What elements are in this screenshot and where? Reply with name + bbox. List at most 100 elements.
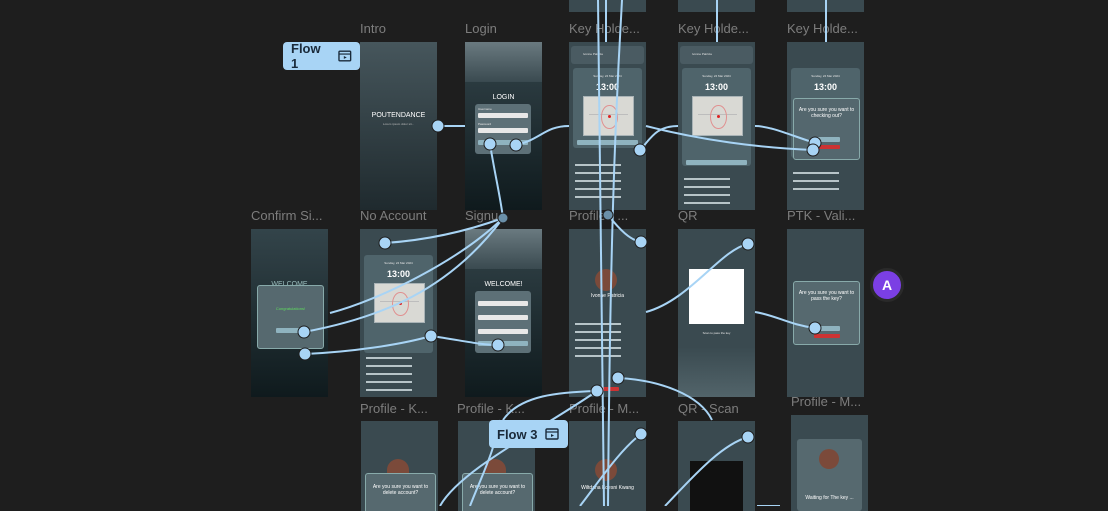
key-holder-2-history: [684, 178, 749, 210]
wire-node: [633, 143, 647, 157]
checkout-no-button[interactable]: [814, 145, 840, 149]
frame-label-key-holder-2[interactable]: Key Holde...: [678, 21, 749, 36]
frame-label-login[interactable]: Login: [465, 21, 497, 36]
signup-field-3[interactable]: [478, 329, 528, 334]
wire-profile-bottom-1: [617, 377, 713, 421]
checkout-question: Are you sure you want to checking out?: [798, 107, 855, 119]
wire-node: [741, 237, 755, 251]
login-username-input[interactable]: [478, 113, 528, 118]
key-holder-2-time: 13:00: [704, 82, 729, 92]
flow-1-badge[interactable]: Flow 1: [283, 41, 360, 71]
wire-signup-confirm: [329, 217, 504, 314]
wire-node: [741, 430, 755, 444]
confirm-congrats: Congratulations!: [275, 306, 306, 311]
profile-k1-avatar: [387, 459, 409, 473]
delete-question-1: Are you sure you want to delete account?: [372, 484, 429, 496]
frame-label-qr[interactable]: QR: [678, 208, 698, 223]
wire-profile-bottom-4: [579, 433, 642, 506]
frame-label-ptk-vali[interactable]: PTK - Vali...: [787, 208, 856, 223]
frame-label-confirm-sign[interactable]: Confirm Si...: [251, 208, 323, 223]
wire-node: [483, 137, 497, 151]
wire-node: [806, 143, 820, 157]
wire-node: [634, 427, 648, 441]
frame-login[interactable]: LOGIN Username Password: [465, 42, 542, 210]
frame-profile-m2[interactable]: Waiting for The key ...: [791, 415, 868, 511]
profile-1-logout-button[interactable]: [597, 387, 619, 391]
flow-1-label: Flow 1: [291, 41, 321, 71]
qr-scan-viewfinder: [690, 461, 743, 511]
frame-ptk-vali[interactable]: Are you sure you want to pass the key?: [787, 229, 864, 397]
wire-node: [590, 384, 604, 398]
frame-profile-k1[interactable]: Are you sure you want to delete account?: [361, 421, 438, 511]
prototype-play-icon[interactable]: [545, 427, 560, 441]
key-holder-1-history: [575, 164, 640, 204]
flow-3-badge[interactable]: Flow 3: [489, 420, 568, 448]
key-holder-2-date: Sunday, 24 Mar 2024: [702, 74, 731, 78]
wire-node: [509, 138, 523, 152]
key-holder-1-header: Ivonne Patricia: [571, 46, 644, 64]
collaborator-avatar[interactable]: A: [870, 268, 904, 302]
wire-nodes: [297, 119, 822, 444]
frame-key-holder-2[interactable]: Ivonne Patricia Sunday, 24 Mar 2024 13:0…: [678, 42, 755, 210]
key-holder-2-map: [692, 96, 743, 136]
login-password-input[interactable]: [478, 128, 528, 133]
flow-3-label: Flow 3: [497, 426, 538, 442]
key-holder-2-user: Ivonne Patricia: [692, 52, 712, 56]
waiting-text: Waiting for The key ...: [805, 495, 854, 501]
signup-field-2[interactable]: [478, 315, 528, 320]
key-holder-1-check-button[interactable]: [577, 140, 638, 145]
frame-label-profile-m1[interactable]: Profile - M...: [569, 401, 640, 416]
signup-field-1[interactable]: [478, 301, 528, 306]
wire-node: [611, 371, 625, 385]
wire-qr-profile: [645, 243, 749, 313]
wire-node: [431, 119, 445, 133]
frame-label-profile-k2[interactable]: Profile - K...: [457, 401, 525, 416]
key-holder-1-map: [583, 96, 634, 136]
frame-label-key-holder-3[interactable]: Key Holde...: [787, 21, 858, 36]
pass-key-no-button[interactable]: [814, 334, 840, 338]
wire-noacc-confirm: [304, 335, 432, 355]
wire-confirm-signup: [303, 217, 504, 333]
wire-node: [602, 209, 614, 221]
confirm-ok-button[interactable]: [276, 328, 306, 333]
no-account-history: [366, 357, 431, 397]
prototype-play-icon[interactable]: [338, 49, 352, 63]
frame-confirm-sign[interactable]: WELCOME Congratulations!: [251, 229, 328, 397]
frame-label-no-account[interactable]: No Account: [360, 208, 427, 223]
login-password-label: Password: [478, 122, 492, 126]
waiting-avatar: [819, 449, 839, 469]
frame-label-profile-k1[interactable]: Profile - K...: [360, 401, 428, 416]
frame-label-key-holder-1[interactable]: Key Holde...: [569, 21, 640, 36]
intro-brand: POUTENDANCE: [371, 112, 426, 119]
wire-profile-bottom-2: [502, 390, 598, 421]
key-holder-3-history: [793, 172, 858, 196]
wire-qrscan-left: [664, 436, 749, 506]
frame-key-holder-1[interactable]: Ivonne Patricia Sunday, 24 Mar 2024 13:0…: [569, 42, 646, 210]
wire-node: [378, 236, 392, 250]
frame-partial-top-1[interactable]: [569, 0, 646, 12]
checkout-yes-button[interactable]: [814, 137, 840, 142]
key-holder-2-panel: Sunday, 24 Mar 2024 13:00: [682, 68, 751, 166]
key-holder-3-time: 13:00: [813, 82, 838, 92]
frame-label-intro[interactable]: Intro: [360, 21, 387, 36]
wire-profile-bottom-3: [439, 390, 598, 506]
wire-ptk-qr: [754, 311, 816, 329]
key-holder-3-date: Sunday, 24 Mar 2024: [811, 74, 840, 78]
key-holder-2-check-button[interactable]: [686, 160, 747, 165]
frame-qr[interactable]: Scan to pass the key: [678, 229, 755, 397]
delete-question-2: Are you sure you want to delete account?: [469, 484, 526, 496]
frame-label-signup[interactable]: Signu: [465, 208, 499, 223]
wire-node: [298, 347, 312, 361]
frame-label-qr-scan[interactable]: QR - Scan: [678, 401, 739, 416]
frame-label-profile-m2[interactable]: Profile - M...: [791, 394, 862, 409]
key-holder-2-header: Ivonne Patricia: [680, 46, 753, 64]
waiting-card: Waiting for The key ...: [797, 439, 862, 511]
pass-key-yes-button[interactable]: [814, 326, 840, 331]
login-submit-button[interactable]: [478, 140, 528, 145]
wire-key3-key2: [754, 125, 816, 144]
frame-signup[interactable]: WELCOME!: [465, 229, 542, 397]
frame-qr-scan[interactable]: [678, 421, 755, 511]
wire-key3-return: [645, 125, 814, 151]
frame-intro[interactable]: POUTENDANCE Lorem ipsum dolor sit...: [360, 42, 437, 210]
